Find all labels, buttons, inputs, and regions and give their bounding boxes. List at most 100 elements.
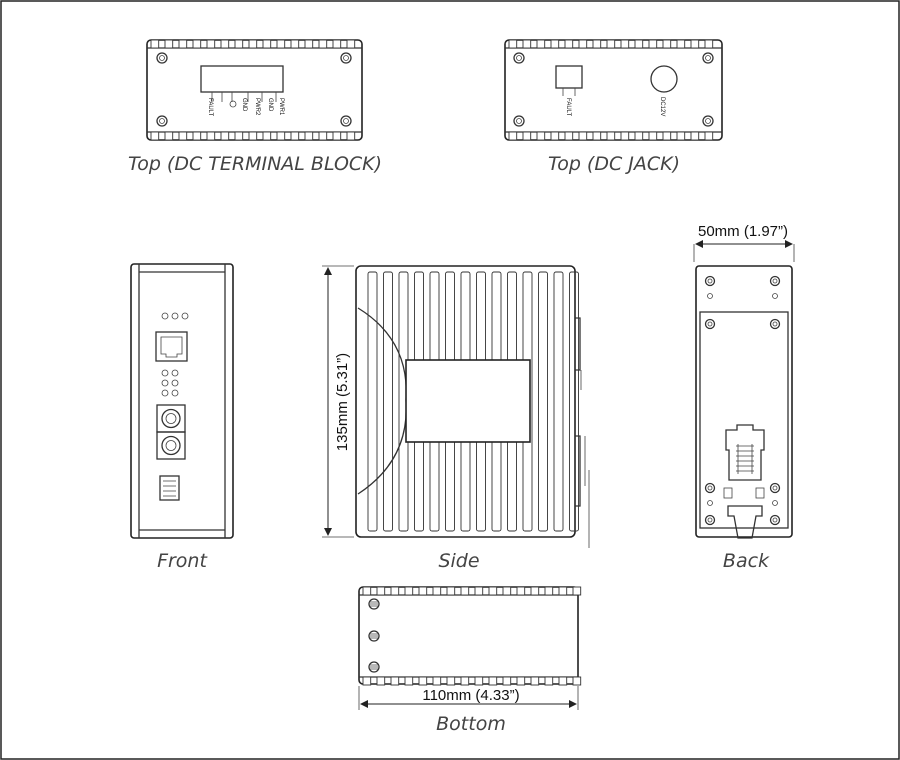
ridge [376, 586, 386, 596]
bottom-view: 110mm (4.33”) Bottom [358, 586, 582, 735]
ridge [432, 586, 442, 596]
ridge [558, 586, 568, 596]
ridge [248, 39, 258, 49]
ridge [508, 131, 518, 141]
led-indicator [161, 369, 169, 377]
screw-hole [769, 318, 781, 330]
pin-label-gnd: GND [241, 98, 247, 112]
ridge [508, 39, 518, 49]
ridge [418, 586, 428, 596]
pin-label-gnd: GND [267, 98, 273, 112]
heatsink-fin [553, 271, 564, 532]
screw-hole [513, 52, 525, 64]
ridge [234, 131, 244, 141]
ridge [248, 131, 258, 141]
ridge [634, 131, 644, 141]
ground-screw [368, 630, 380, 642]
ridge [578, 131, 588, 141]
ridge [150, 39, 160, 49]
screw-hole [769, 514, 781, 526]
ridge [648, 131, 658, 141]
screw-hole [340, 52, 352, 64]
led-indicator [161, 389, 169, 397]
ridge [690, 131, 700, 141]
ridge [192, 131, 202, 141]
ridge [318, 39, 328, 49]
ridge [544, 586, 554, 596]
ridge [606, 39, 616, 49]
front-view: Front [130, 263, 234, 572]
led-indicator [171, 312, 179, 320]
ridge [404, 586, 414, 596]
ridge [474, 586, 484, 596]
screw-hole [704, 275, 716, 287]
bottom-edge-ridges [508, 131, 714, 141]
ridge [418, 676, 428, 686]
ridge [550, 131, 560, 141]
ridge [578, 39, 588, 49]
pin-label-pwr1: PWR1 [278, 98, 284, 116]
ground-screw [368, 598, 380, 610]
screw-hole [704, 514, 716, 526]
ridge [206, 39, 216, 49]
top-jack-view: FAULT DC12V Top (DC JACK) [504, 39, 723, 175]
ridge [318, 131, 328, 141]
screw-hole [340, 115, 352, 127]
ridge [332, 39, 342, 49]
ridge [620, 131, 630, 141]
ridge [390, 586, 400, 596]
ridge [662, 39, 672, 49]
ridge [192, 39, 202, 49]
ridge [536, 39, 546, 49]
ridge [206, 131, 216, 141]
ridge [704, 131, 714, 141]
ridge [516, 676, 526, 686]
led-indicator [181, 312, 189, 320]
ridge [404, 676, 414, 686]
screw-hole [702, 52, 714, 64]
ridge [446, 586, 456, 596]
screw-hole [156, 52, 168, 64]
top-edge-ridges [508, 39, 714, 49]
ridge [662, 131, 672, 141]
din-rail-plate [699, 311, 789, 529]
ridge [262, 131, 272, 141]
ridge [558, 676, 568, 686]
dc-jack-label: DC12V [659, 97, 665, 116]
ridge [502, 586, 512, 596]
screw-hole [704, 482, 716, 494]
ridge [432, 676, 442, 686]
ridge [704, 39, 714, 49]
view-label-top-jack: Top (DC JACK) [548, 153, 680, 175]
ridge [634, 39, 644, 49]
bottom-edge-ridges [362, 676, 582, 686]
screw-hole [704, 318, 716, 330]
pin-label-fault: FAULT [565, 98, 571, 117]
dc-jack [650, 65, 678, 93]
side-view: 135mm (5.31”) Side [322, 265, 590, 572]
ridge [276, 39, 286, 49]
ridge [262, 39, 272, 49]
ridge [516, 586, 526, 596]
screw-hole [513, 115, 525, 127]
view-label-back: Back [723, 550, 770, 572]
ridge [362, 676, 372, 686]
ridge [488, 676, 498, 686]
ridge [220, 131, 230, 141]
ridge [572, 676, 582, 686]
screw-hole [769, 482, 781, 494]
ridge [606, 131, 616, 141]
led-indicator [171, 369, 179, 377]
ridge [676, 131, 686, 141]
ridge [178, 131, 188, 141]
ridge [690, 39, 700, 49]
ridge [592, 131, 602, 141]
ridge [530, 586, 540, 596]
ridge [164, 131, 174, 141]
ridge [544, 676, 554, 686]
din-clip [725, 424, 765, 481]
din-latch [727, 505, 763, 539]
ridge [346, 131, 356, 141]
ridge [474, 676, 484, 686]
